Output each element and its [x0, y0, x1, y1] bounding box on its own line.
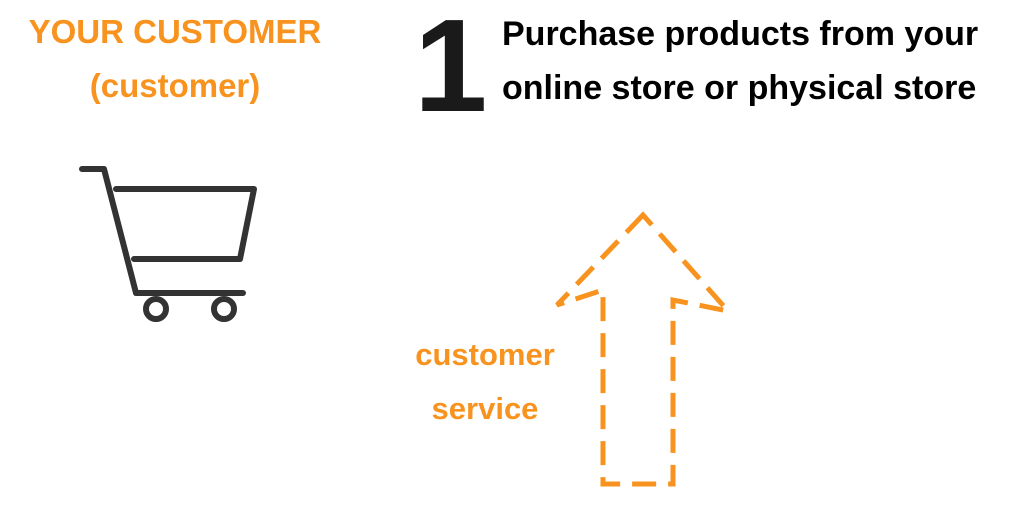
- customer-title: YOUR CUSTOMER: [28, 13, 322, 50]
- step-description-line2: online store or physical store: [502, 69, 977, 107]
- customer-subtitle: (customer): [89, 67, 261, 104]
- shopping-cart-icon: [79, 166, 257, 322]
- customer-service-label-line2: service: [431, 391, 539, 426]
- step-description-line1: Purchase products from your: [502, 15, 979, 53]
- step-number: 1: [414, 0, 488, 139]
- dashed-up-arrow-icon: [555, 211, 735, 487]
- customer-service-label: customer: [415, 337, 555, 372]
